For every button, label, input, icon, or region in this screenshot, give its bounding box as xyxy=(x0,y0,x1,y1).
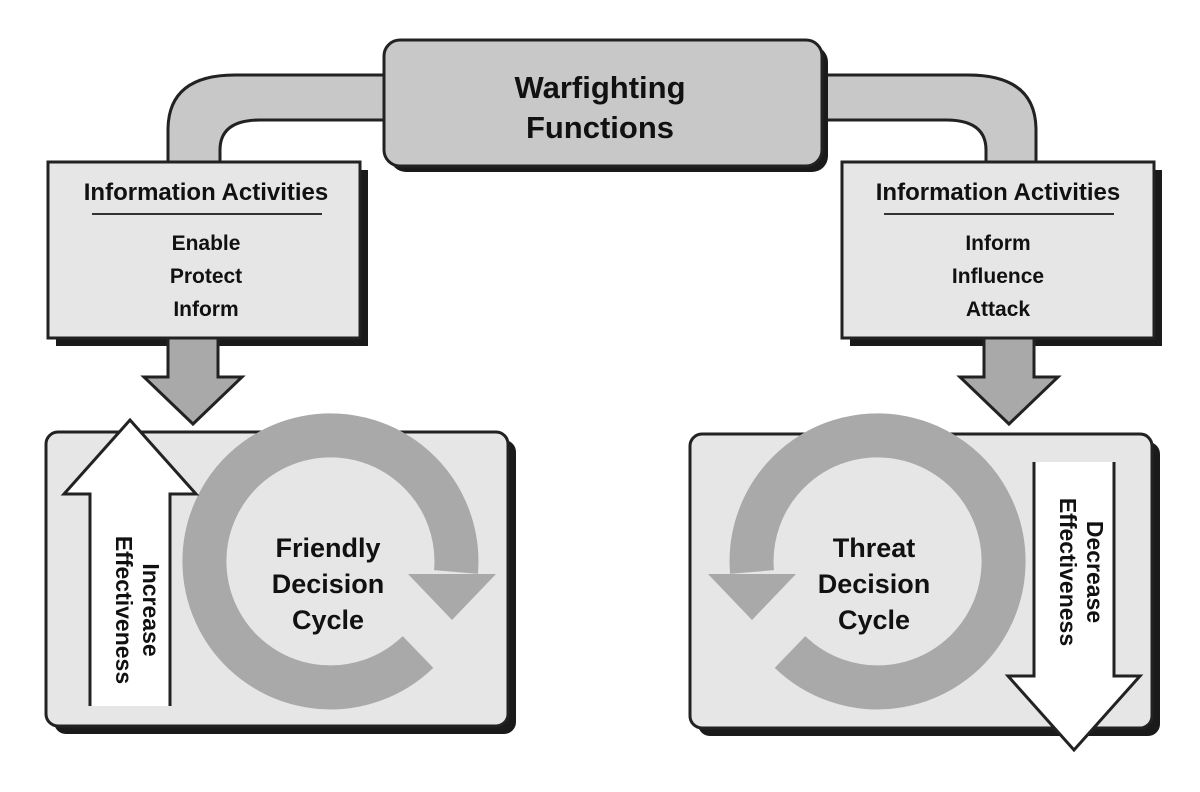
right-box-heading: Information Activities xyxy=(876,179,1120,206)
left-box-item: Enable xyxy=(172,232,241,255)
hub-title-line1: Warfighting xyxy=(514,70,685,105)
left-connector-arc xyxy=(166,73,394,172)
left-box-item: Inform xyxy=(173,298,238,321)
right-information-activities-box: Information Activities Inform Influence … xyxy=(840,160,1162,346)
friendly-decision-cycle-panel: Friendly Decision Cycle Increase Effecti… xyxy=(44,413,516,734)
increase-effectiveness-arrow: Increase Effectiveness xyxy=(60,417,200,706)
right-box-item: Attack xyxy=(966,298,1031,321)
threat-decision-cycle-panel: Threat Decision Cycle Decrease Effective… xyxy=(688,413,1160,753)
warfighting-functions-hub: Warfighting Functions xyxy=(382,38,828,172)
threat-cycle-label-line2: Decision xyxy=(818,569,931,599)
left-information-activities-box: Information Activities Enable Protect In… xyxy=(46,160,368,346)
threat-cycle-label-line1: Threat xyxy=(833,533,916,563)
counterclockwise-cycle-icon xyxy=(708,413,1026,710)
left-down-arrow xyxy=(140,336,246,427)
clockwise-cycle-icon xyxy=(182,413,496,710)
right-box-item: Influence xyxy=(952,265,1044,288)
increase-arrow-line2: Effectiveness xyxy=(111,536,137,684)
right-connector-arc xyxy=(818,73,1038,172)
friendly-cycle-label-line2: Decision xyxy=(272,569,385,599)
friendly-cycle-label-line1: Friendly xyxy=(275,533,380,563)
left-box-heading: Information Activities xyxy=(84,179,328,206)
increase-arrow-line1: Increase xyxy=(138,563,164,656)
decrease-effectiveness-arrow: Decrease Effectiveness xyxy=(1004,462,1144,753)
hub-title-line2: Functions xyxy=(526,110,674,145)
decrease-arrow-line1: Decrease xyxy=(1082,521,1108,623)
threat-cycle-label-line3: Cycle xyxy=(838,605,910,635)
left-box-item: Protect xyxy=(170,265,242,288)
right-down-arrow xyxy=(956,336,1062,427)
decrease-arrow-line2: Effectiveness xyxy=(1055,498,1081,646)
right-box-item: Inform xyxy=(965,232,1030,255)
friendly-cycle-label-line3: Cycle xyxy=(292,605,364,635)
